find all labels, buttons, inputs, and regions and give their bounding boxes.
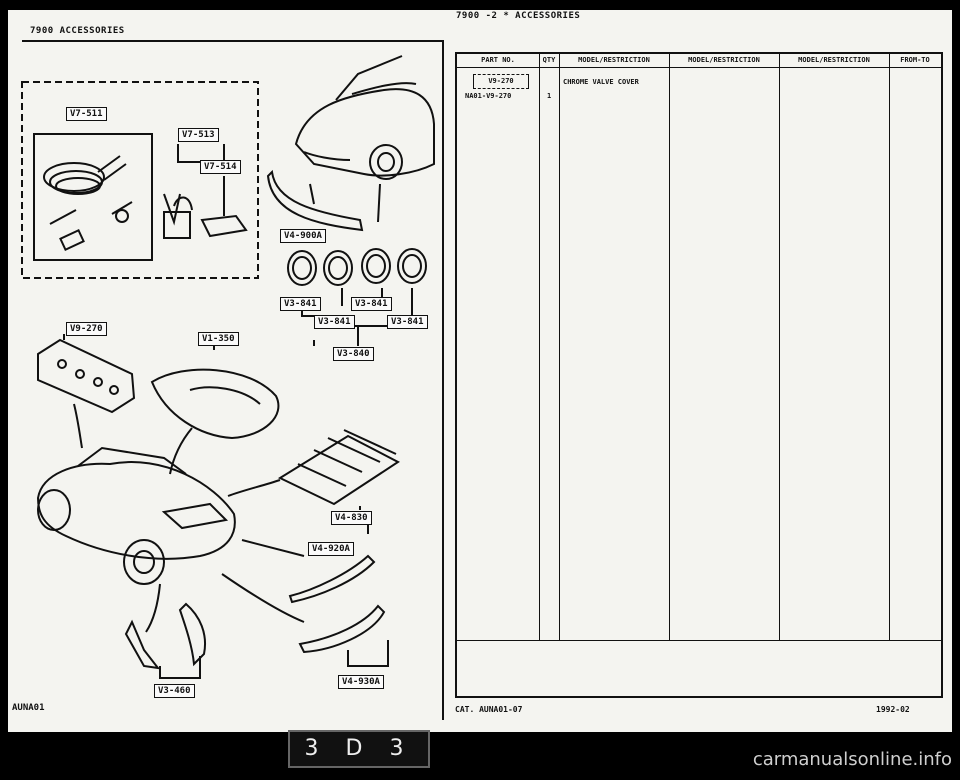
rear-spoiler — [288, 554, 376, 604]
catalog-date: 1992-02 — [876, 705, 910, 714]
remarks-divider — [457, 640, 941, 641]
label-v3-841-far-right: V3-841 — [387, 315, 428, 329]
label-v7-511: V7-511 — [66, 107, 107, 121]
box-ref: V9-270 — [473, 74, 529, 89]
footer-code: AUNA01 — [12, 703, 45, 713]
part-description: CHROME VALVE COVER — [563, 78, 639, 86]
label-v4-900a: V4-900A — [280, 229, 326, 243]
front-air-dam — [266, 169, 364, 232]
col-header-qty: QTY — [542, 56, 556, 64]
tonneau-cover — [150, 368, 280, 440]
quantity: 1 — [547, 92, 552, 100]
valve-cover — [37, 338, 136, 414]
label-v4-830: V4-830 — [331, 511, 372, 525]
parts-table: PART NO. QTY MODEL/RESTRICTION MODEL/RES… — [455, 52, 943, 698]
header-underline — [457, 67, 941, 68]
col-header-model-3: MODEL/RESTRICTION — [798, 56, 870, 64]
roadster-body — [36, 461, 236, 560]
mud-flap-right — [178, 602, 206, 667]
page-indicator: 3 D 3 — [288, 730, 430, 768]
harness-box — [33, 133, 153, 261]
catalog-sheet — [8, 10, 952, 732]
luggage-rack — [277, 434, 400, 506]
gauge-rings — [287, 248, 427, 286]
col-header-part-no: PART NO. — [481, 56, 515, 64]
label-v3-840: V3-840 — [333, 347, 374, 361]
kit-dashed-box — [21, 81, 259, 279]
mud-flap-left — [124, 619, 161, 670]
part-number: NA01-V9-270 — [465, 92, 512, 100]
catalog-number: CAT. AUNA01-07 — [455, 705, 523, 714]
box-ref-text: V9-270 — [488, 77, 514, 85]
page-divider — [442, 40, 444, 720]
label-v3-841-center: V3-841 — [314, 315, 355, 329]
col-header-model-2: MODEL/RESTRICTION — [688, 56, 760, 64]
label-v3-841-right: V3-841 — [351, 297, 392, 311]
label-v3-460: V3-460 — [154, 684, 195, 698]
label-v9-270: V9-270 — [66, 322, 107, 336]
col-header-from-to: FROM-TO — [900, 56, 930, 64]
parts-illustration — [21, 55, 435, 679]
watermark: carmanualsonline.info — [752, 749, 952, 770]
label-v3-841-left: V3-841 — [280, 297, 321, 311]
header-rule — [22, 40, 442, 42]
left-page-header: 7900 ACCESSORIES — [30, 26, 125, 36]
label-v7-513: V7-513 — [178, 128, 219, 142]
label-v4-930a: V4-930A — [338, 675, 384, 689]
label-v4-920a: V4-920A — [308, 542, 354, 556]
label-v1-350: V1-350 — [198, 332, 239, 346]
label-v7-514: V7-514 — [200, 160, 241, 174]
right-page-header: 7900 -2 * ACCESSORIES — [456, 11, 581, 21]
col-header-model-1: MODEL/RESTRICTION — [578, 56, 650, 64]
rear-lip — [298, 604, 386, 654]
